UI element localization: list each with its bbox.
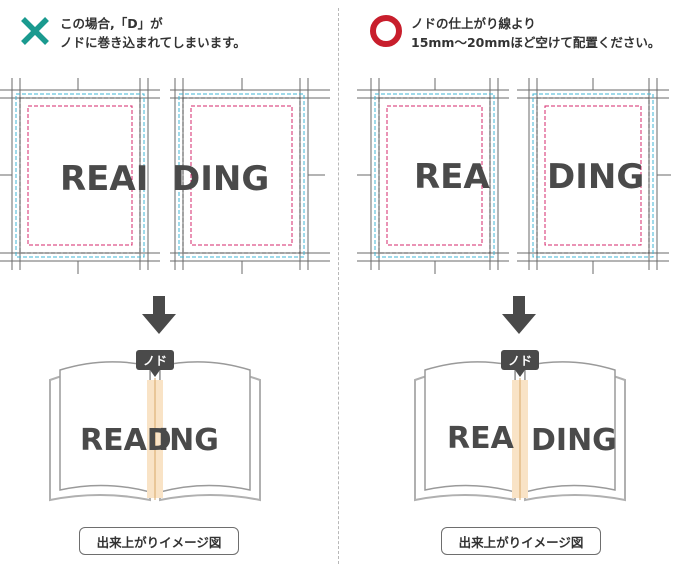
sheet-text-right: DING [172, 159, 269, 199]
sheet-text-left: REAI [60, 159, 148, 199]
safe-line [544, 105, 642, 246]
book-illustration-good: REA DING ノド [414, 350, 626, 502]
trim-line [182, 97, 301, 254]
good-example-panel: ノドの仕上がり線より 15mm〜20mmほど空けて配置ください。 REA DIN… [339, 0, 678, 573]
book-text-right: ING [158, 423, 219, 458]
down-arrow-icon [142, 296, 176, 334]
heading-line-2: 15mm〜20mmほど空けて配置ください。 [411, 35, 661, 50]
trim-line [378, 97, 491, 254]
bad-example-panel: この場合,「D」が ノドに巻き込まれてしまいます。 REAI DING [0, 14, 330, 555]
result-caption: 出来上がりイメージ図 [441, 527, 601, 555]
gutter-tag-label: ノド [508, 354, 532, 368]
spread-layout-good: REA DING [357, 78, 671, 274]
book-illustration-bad: READ ING ノド [49, 350, 261, 502]
book-text-right: DING [531, 423, 617, 458]
bleed-line [178, 93, 305, 258]
book-text-left: REA [447, 421, 515, 456]
panel-divider [338, 8, 339, 564]
heading-line-1: この場合,「D」が [60, 16, 163, 31]
trim-line [19, 97, 141, 254]
sheet-text-left: REA [414, 157, 490, 197]
gutter-tag-label: ノド [143, 354, 167, 368]
safe-line [190, 105, 293, 246]
result-caption: 出来上がりイメージ図 [79, 527, 239, 555]
safe-line [386, 105, 483, 246]
crop-marks [0, 78, 330, 274]
cross-icon [21, 17, 49, 45]
gutter-tag [136, 350, 174, 370]
good-example-heading: ノドの仕上がり線より 15mm〜20mmほど空けて配置ください。 [369, 14, 660, 52]
spread-layout-bad: REAI DING [0, 78, 330, 274]
sheet-text-right: DING [547, 157, 644, 197]
trim-line [536, 97, 650, 254]
book-text-left: READ [80, 423, 172, 458]
bleed-line [374, 93, 495, 258]
bad-example-heading: この場合,「D」が ノドに巻き込まれてしまいます。 [18, 14, 246, 52]
bleed-line [532, 93, 654, 258]
circle-icon [370, 15, 402, 47]
safe-line [27, 105, 133, 246]
down-arrow-icon [502, 296, 536, 334]
heading-line-2: ノドに巻き込まれてしまいます。 [60, 35, 246, 50]
bleed-line [15, 93, 145, 258]
heading-line-1: ノドの仕上がり線より [411, 16, 536, 31]
gutter-tag [501, 350, 539, 370]
